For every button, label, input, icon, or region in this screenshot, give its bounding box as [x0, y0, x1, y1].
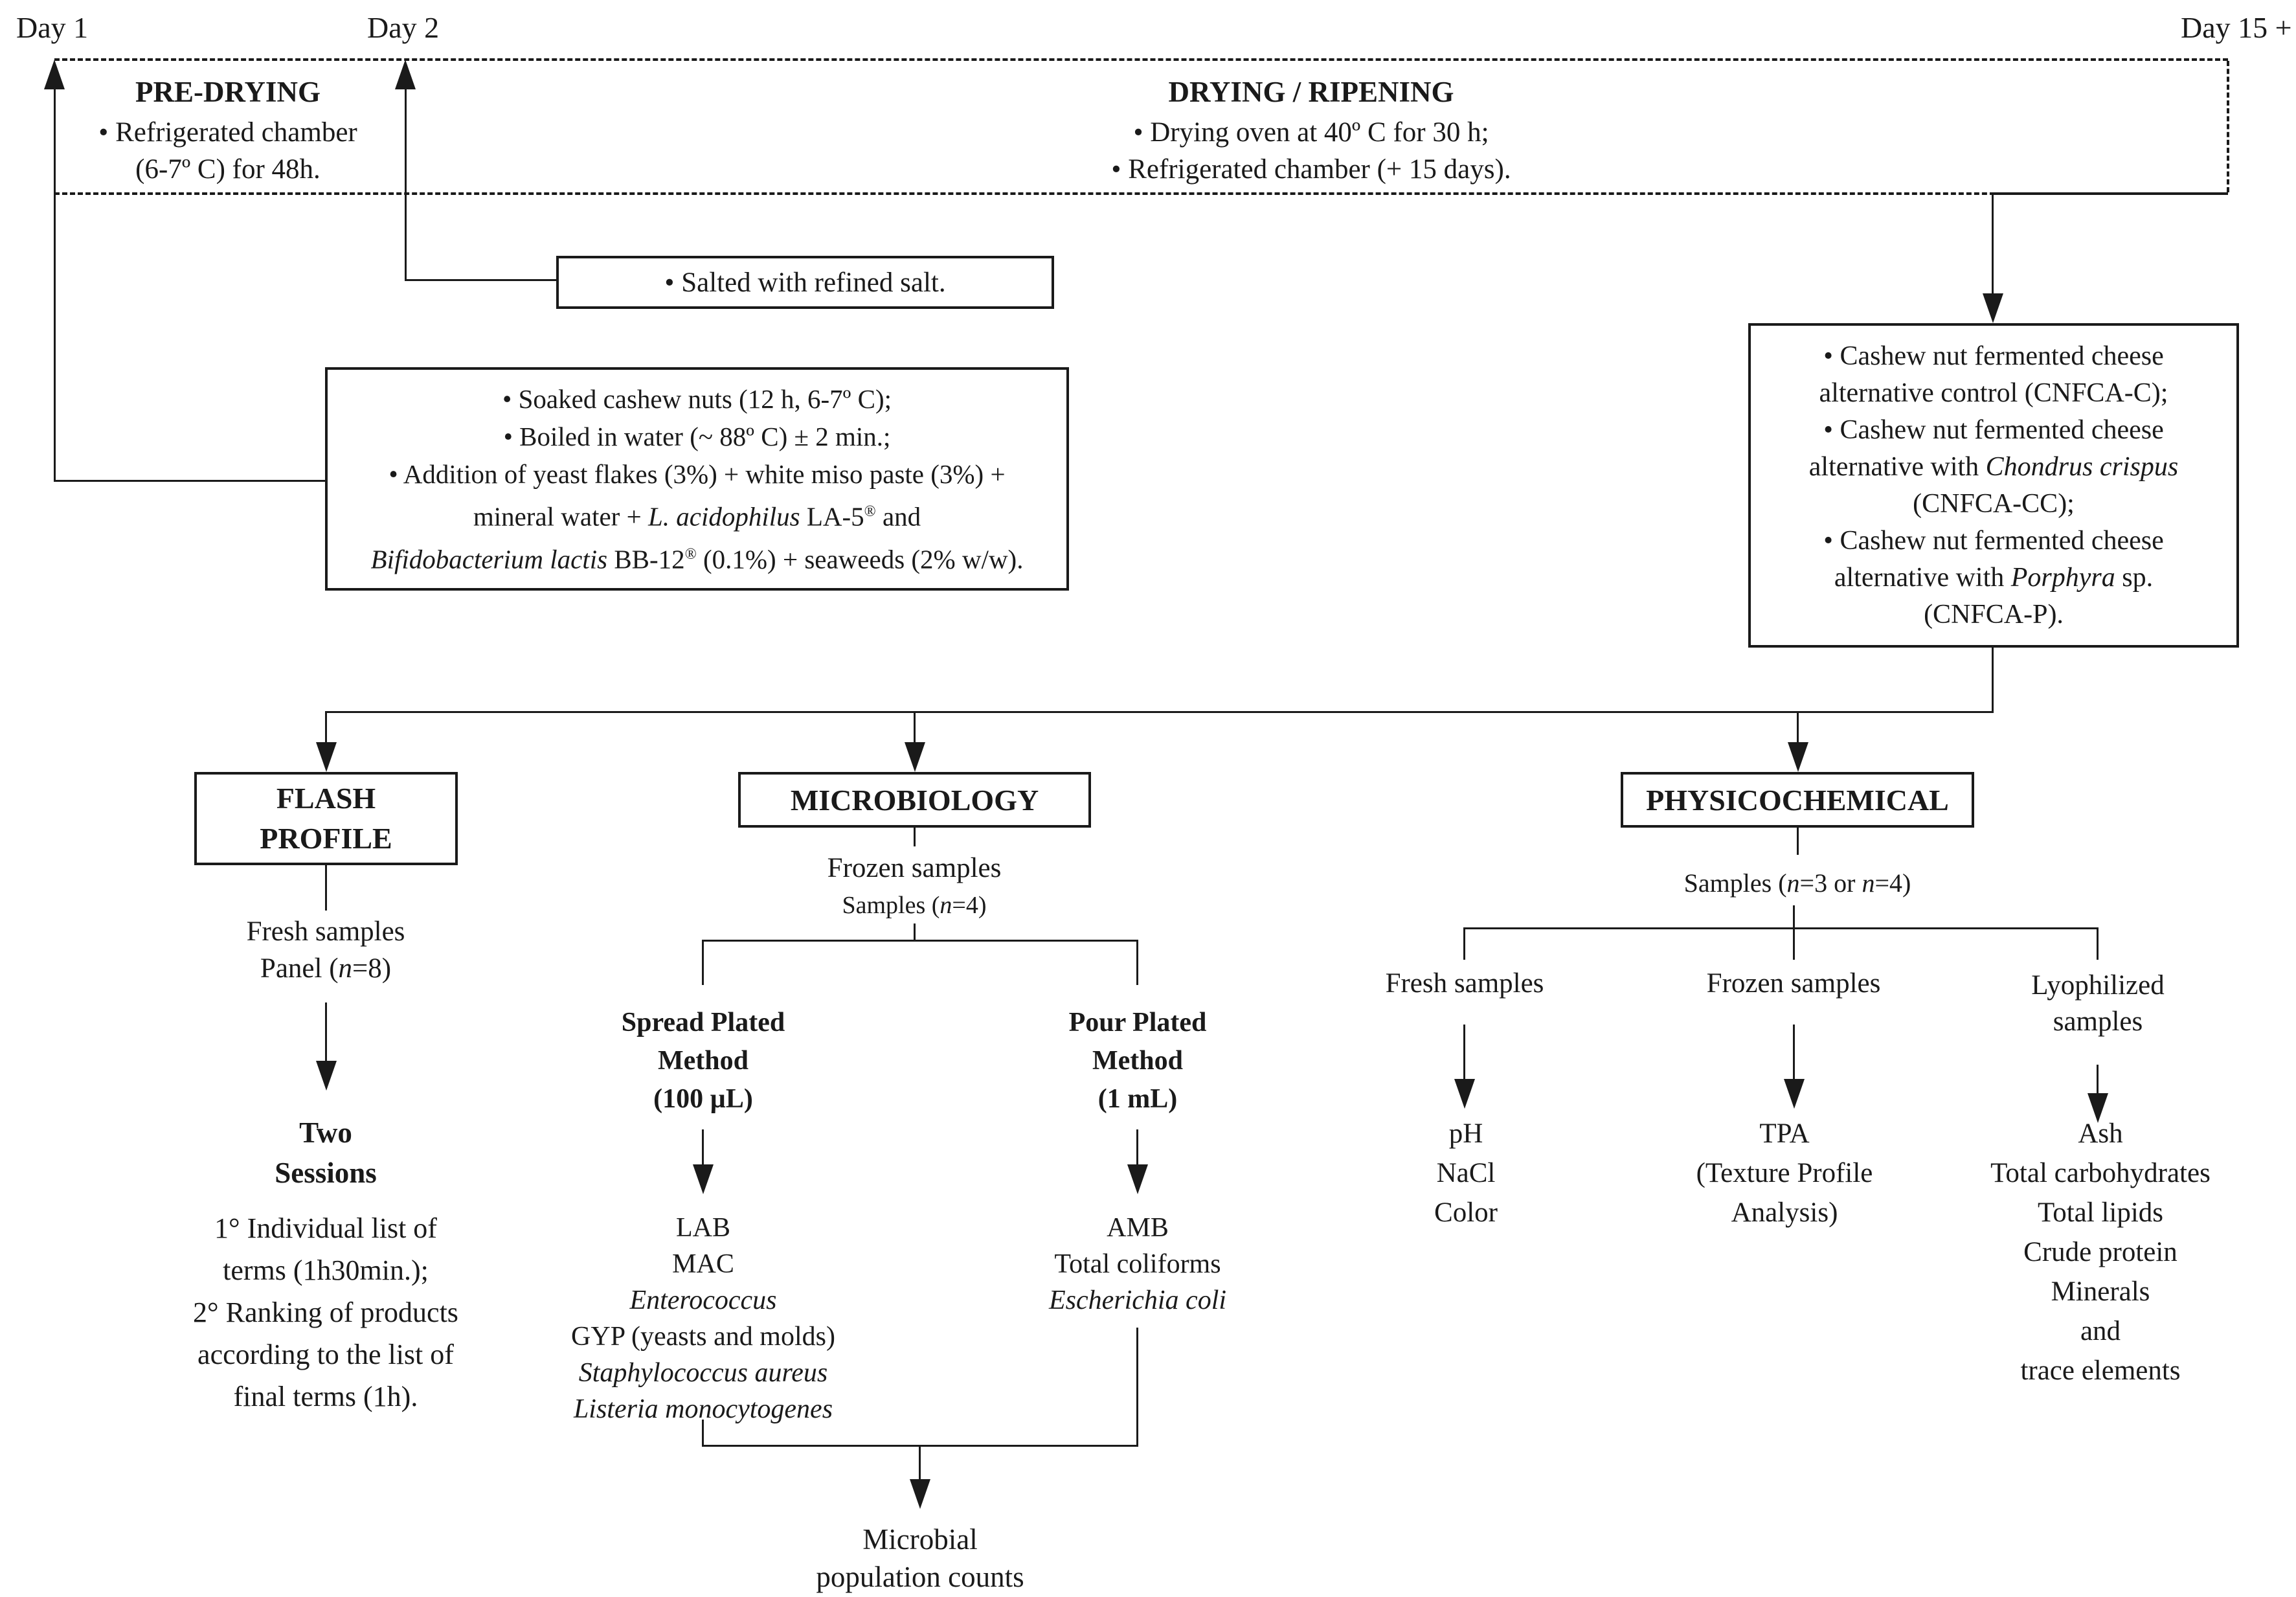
- day2-arrow-line: [405, 88, 407, 281]
- flash-sessions-arrowhead: [316, 1061, 337, 1091]
- microbiology-join-bracket: [702, 1445, 1138, 1447]
- day1-up-arrowhead: [44, 60, 65, 89]
- cnfca-drop-line: [1992, 194, 1994, 296]
- physicochemical-branch-arrowhead: [1788, 742, 1808, 772]
- day15-solid-segment: [1993, 192, 2228, 195]
- microbiology-split-bracket: [702, 940, 1138, 942]
- preparation-box-text: • Soaked cashew nuts (12 h, 6-7º C);• Bo…: [370, 383, 1024, 574]
- microbiology-samples-n4-text: Samples (n=4): [842, 892, 987, 919]
- lyophilized-arrowhead: [2088, 1093, 2108, 1123]
- physicochemical-split-bracket: [1464, 927, 2099, 929]
- frozen-arrow-line: [1793, 1025, 1795, 1082]
- microbiology-stub-line: [914, 827, 916, 846]
- cnfca-drop-arrowhead: [1983, 293, 2003, 323]
- day2-up-arrowhead: [395, 60, 416, 89]
- day1-arrow-line: [54, 88, 56, 482]
- drying-ripening-bullets: • Drying oven at 40º C for 30 h;• Refrig…: [1111, 117, 1511, 185]
- physicochemical-branch-drop-line: [1797, 711, 1799, 745]
- flash-sessions-arrow-line: [325, 1002, 327, 1063]
- microbiology-join-left-line: [702, 1420, 704, 1447]
- fresh-arrow-line: [1463, 1025, 1465, 1082]
- flash-branch-drop-line: [325, 711, 327, 745]
- flash-branch-arrowhead: [316, 742, 337, 772]
- flash-stub-line: [325, 865, 327, 911]
- drying-ripening-title: DRYING / RIPENING: [1168, 76, 1454, 108]
- spread-arrowhead: [693, 1164, 714, 1194]
- timeline-bottom-dashed-line: [54, 192, 2228, 195]
- microbial-counts-arrow-line: [919, 1447, 921, 1482]
- lyophilized-arrow-line: [2097, 1065, 2099, 1096]
- day15-label: Day 15 +: [2181, 11, 2292, 44]
- day1-label: Day 1: [16, 11, 89, 44]
- microbiology-split-stub-line: [914, 923, 916, 942]
- microbiology-join-right-line: [1136, 1328, 1138, 1447]
- spread-drop-line: [702, 940, 704, 985]
- physicochemical-box: PHYSICOCHEMICAL: [1621, 772, 1974, 828]
- physicochemical-box-title: PHYSICOCHEMICAL: [1646, 783, 1949, 817]
- lyophilized-drop-line: [2097, 927, 2099, 960]
- pre-drying-title: PRE-DRYING: [135, 76, 321, 108]
- fresh-samples-label: Fresh samples: [1385, 968, 1544, 999]
- preparation-box: • Soaked cashew nuts (12 h, 6-7º C);• Bo…: [325, 367, 1069, 591]
- day2-connector-line: [405, 279, 557, 281]
- day2-label: Day 2: [367, 11, 440, 44]
- pour-arrow-line: [1136, 1129, 1138, 1167]
- timeline-top-dashed-line: [54, 58, 2228, 61]
- microbial-counts-arrowhead: [910, 1479, 930, 1509]
- microbiology-branch-arrowhead: [905, 742, 925, 772]
- physicochemical-samples-text: Samples (n=3 or n=4): [1683, 868, 1911, 898]
- physicochemical-center-stub-line: [1793, 905, 1795, 960]
- pour-drop-line: [1136, 940, 1138, 985]
- salting-box-text: • Salted with refined salt.: [664, 267, 946, 298]
- timeline-right-dashed-line: [2227, 61, 2229, 192]
- analysis-connector-line: [325, 711, 1994, 713]
- pre-drying-bullets: • Refrigerated chamber(6-7º C) for 48h.: [98, 117, 357, 185]
- frozen-samples-label: Frozen samples: [1706, 968, 1881, 999]
- salting-box: • Salted with refined salt.: [556, 256, 1054, 309]
- microbiology-box: MICROBIOLOGY: [738, 772, 1091, 828]
- microbiology-branch-drop-line: [914, 711, 916, 745]
- day1-connector-line: [54, 480, 326, 482]
- cnfca-bottom-riser: [1992, 648, 1994, 713]
- pour-arrowhead: [1127, 1164, 1148, 1194]
- physicochemical-stub-line: [1797, 828, 1799, 855]
- spread-arrow-line: [702, 1129, 704, 1167]
- microbiology-frozen-samples-text: Frozen samples: [827, 853, 1002, 883]
- frozen-arrowhead: [1784, 1079, 1805, 1109]
- fresh-arrowhead: [1454, 1079, 1475, 1109]
- microbiology-box-title: MICROBIOLOGY: [790, 783, 1039, 817]
- fresh-drop-line: [1463, 927, 1465, 960]
